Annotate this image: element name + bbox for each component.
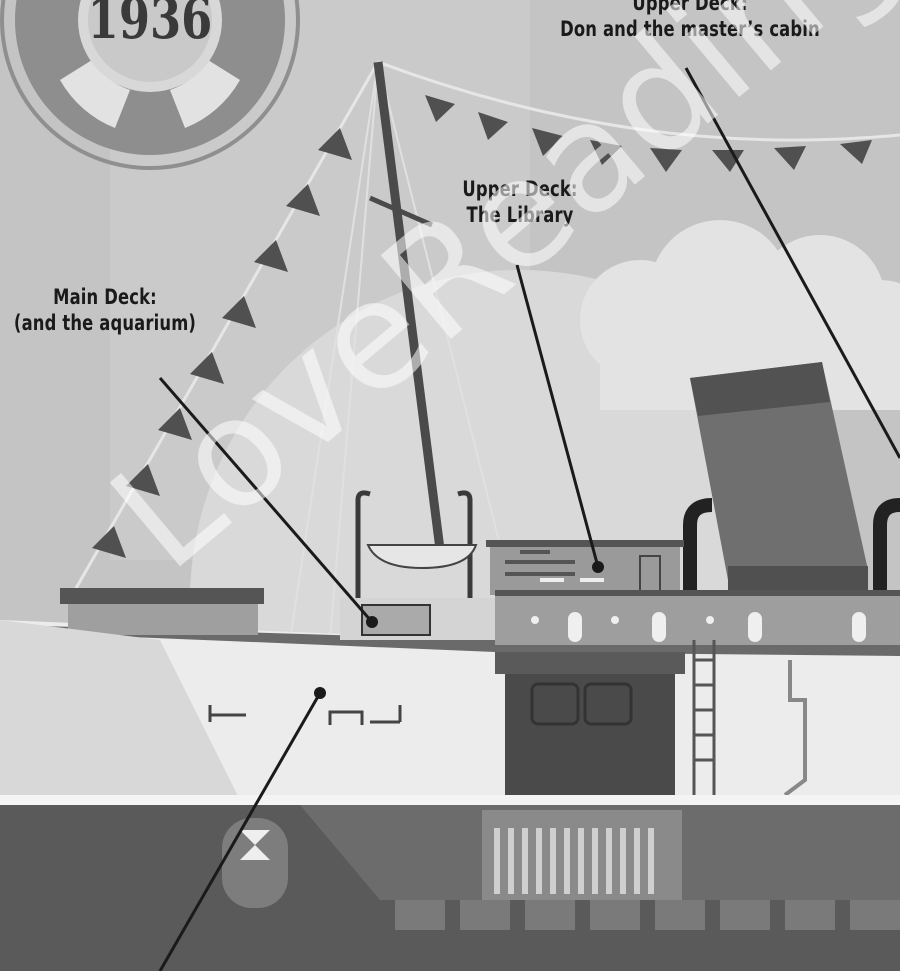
library-roof [486, 540, 684, 547]
label-library: Upper Deck: The Library [426, 176, 613, 228]
fore-cabin [68, 600, 258, 635]
engine-top [495, 652, 685, 674]
superstructure [495, 593, 900, 645]
year-label: 1936 [78, 0, 222, 52]
pointer-dot-library [592, 561, 604, 573]
pointer-dot-lower-cabin [314, 687, 326, 699]
fore-cabin-roof [60, 588, 264, 604]
label-library-line2: The Library [426, 202, 613, 228]
label-don-cabin-line1: Upper Deck: [557, 0, 822, 16]
funnel-base [728, 566, 868, 590]
superstructure-rail [495, 590, 900, 596]
waterline [0, 795, 900, 805]
label-main-deck: Main Deck: (and the aquarium) [8, 284, 203, 336]
label-library-line1: Upper Deck: [426, 176, 613, 202]
label-main-deck-line1: Main Deck: [8, 284, 203, 310]
label-main-deck-line2: (and the aquarium) [8, 310, 203, 336]
label-don-cabin: Upper Deck: Don and the master’s cabin [557, 0, 822, 42]
library-deckhouse [490, 545, 680, 595]
pointer-dot-main-deck [366, 616, 378, 628]
label-don-cabin-line2: Don and the master’s cabin [557, 16, 822, 42]
